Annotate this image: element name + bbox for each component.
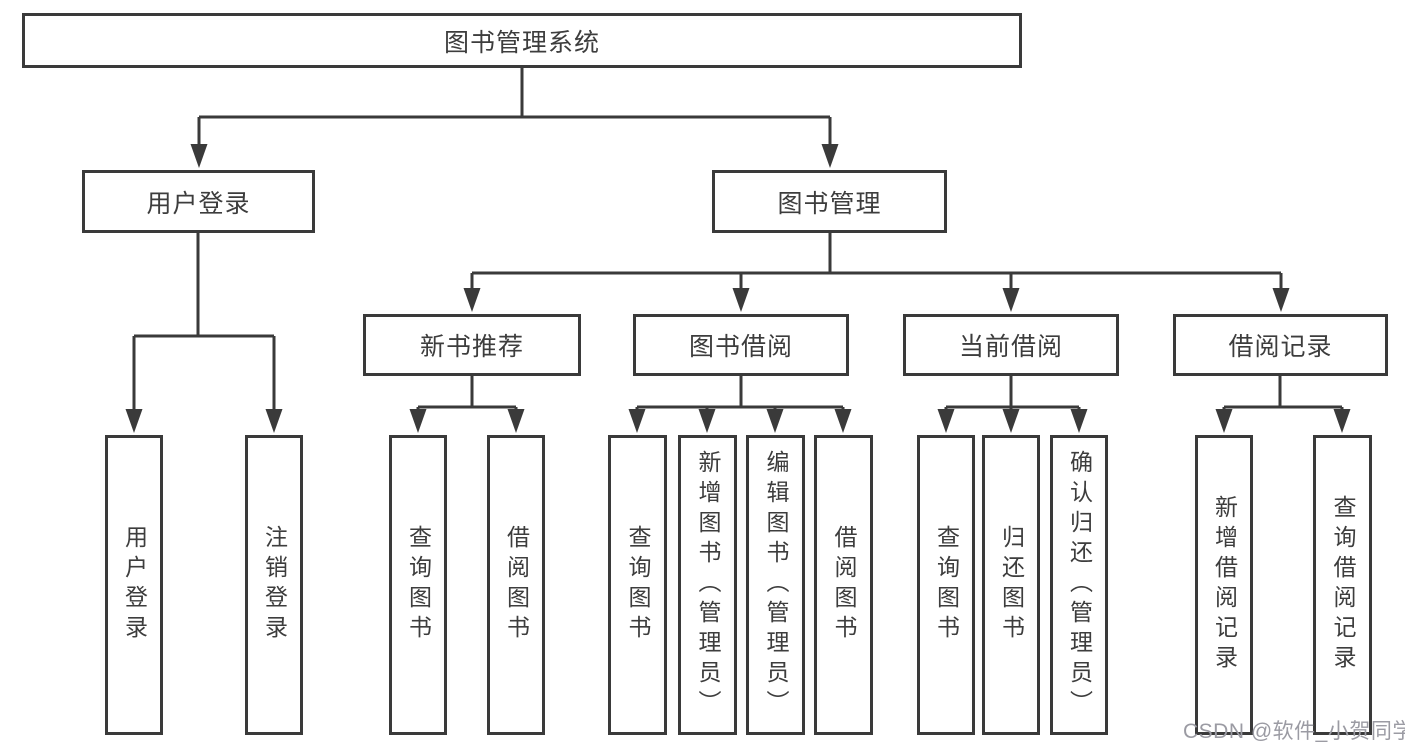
leaf-newbook-query-books: 查询图书 — [389, 435, 447, 735]
leaf-current-confirm-return-admin: 确认归还（管理员） — [1050, 435, 1108, 735]
node-root-library-system: 图书管理系统 — [22, 13, 1022, 68]
leaf-current-query-books: 查询图书 — [917, 435, 975, 735]
leaf-records-add-record: 新增借阅记录 — [1195, 435, 1253, 735]
leaf-newbook-borrow-books: 借阅图书 — [487, 435, 545, 735]
leaf-borrow-edit-books-admin: 编辑图书（管理员） — [746, 435, 805, 735]
node-user-login: 用户登录 — [82, 170, 315, 233]
leaf-borrow-query-books: 查询图书 — [608, 435, 667, 735]
leaf-logout: 注销登录 — [245, 435, 303, 735]
leaf-current-return-books: 归还图书 — [982, 435, 1040, 735]
node-book-management: 图书管理 — [712, 170, 947, 233]
node-borrow-records: 借阅记录 — [1173, 314, 1388, 376]
node-current-borrow: 当前借阅 — [903, 314, 1119, 376]
leaf-borrow-borrow-books: 借阅图书 — [814, 435, 873, 735]
leaf-records-query-record: 查询借阅记录 — [1313, 435, 1372, 735]
leaf-user-login: 用户登录 — [105, 435, 163, 735]
node-book-borrow: 图书借阅 — [633, 314, 849, 376]
leaf-borrow-add-books-admin: 新增图书（管理员） — [678, 435, 737, 735]
watermark: CSDN @软件_小贺同学 — [1183, 720, 1405, 743]
node-new-book-recommend: 新书推荐 — [363, 314, 581, 376]
